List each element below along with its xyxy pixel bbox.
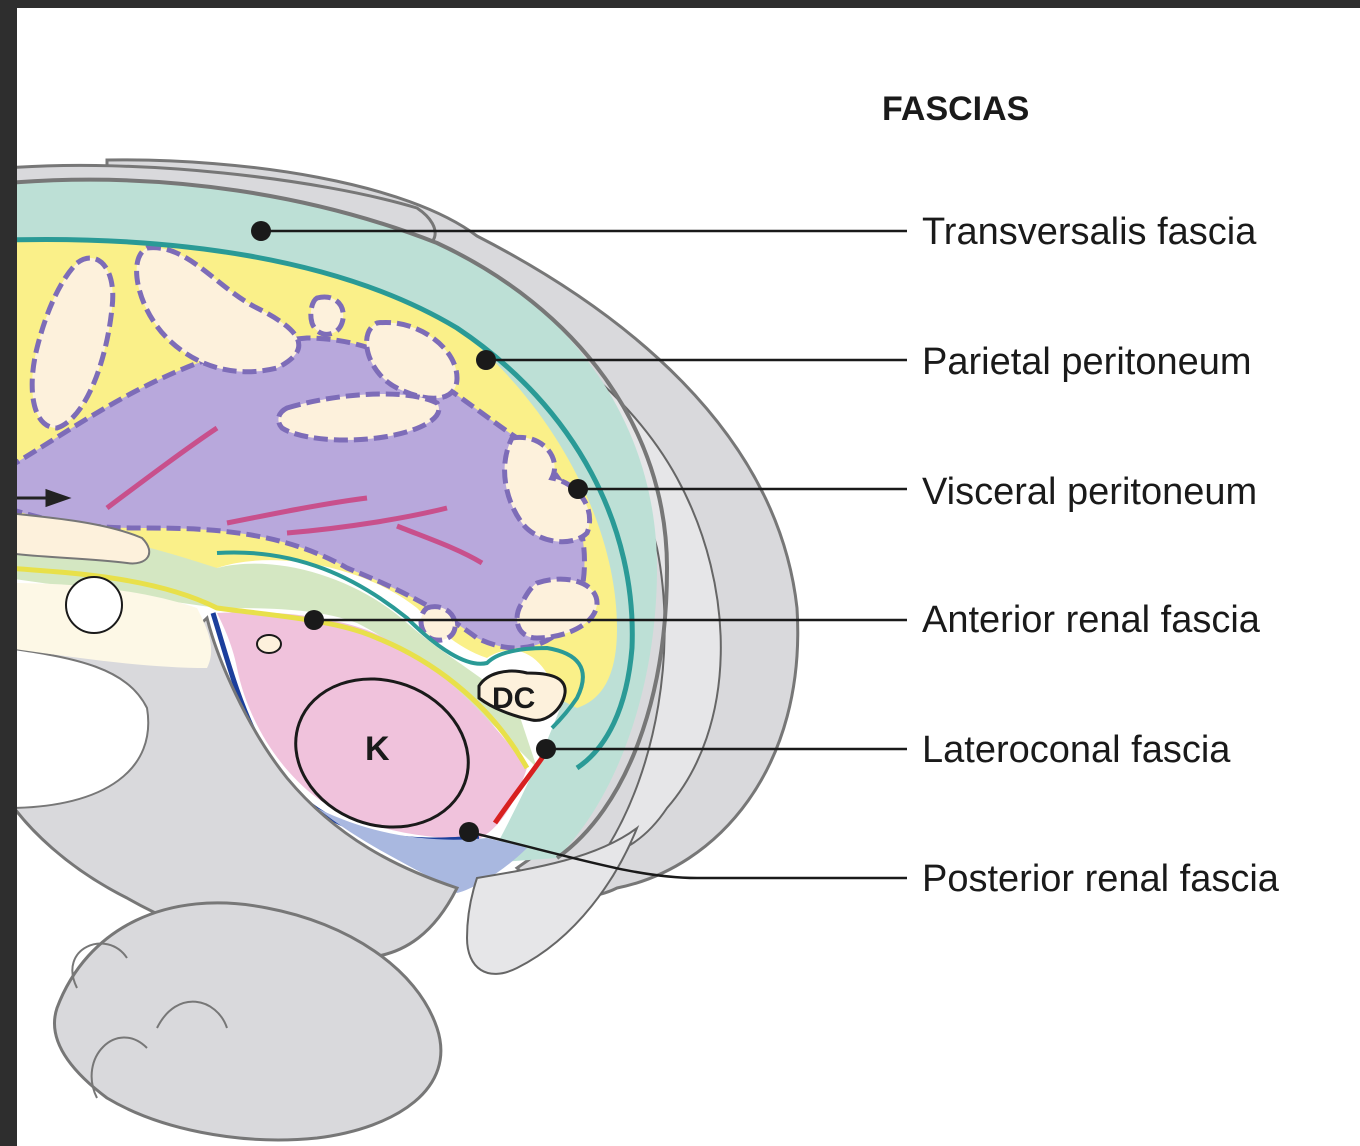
renal-vessel-oval (257, 635, 281, 653)
aorta (66, 577, 122, 633)
fascia-cross-section-diagram: FASCIAS Transversalis fascia Parietal pe… (17, 8, 1360, 1146)
bowel-loop (311, 297, 343, 334)
label-transversalis-fascia: Transversalis fascia (922, 211, 1257, 253)
kidney-label: K (365, 730, 390, 768)
marker-dot-parietal (476, 350, 496, 370)
label-visceral-peritoneum: Visceral peritoneum (922, 471, 1257, 513)
label-anterior-renal-fascia: Anterior renal fascia (922, 599, 1261, 641)
marker-dot-anterior-renal (304, 610, 324, 630)
marker-dot-lateroconal (536, 739, 556, 759)
label-posterior-renal-fascia: Posterior renal fascia (922, 858, 1280, 900)
descending-colon-label: DC (492, 682, 535, 715)
label-lateroconal-fascia: Lateroconal fascia (922, 729, 1231, 771)
marker-dot-posterior-renal (459, 822, 479, 842)
marker-dot-visceral (568, 479, 588, 499)
fascias-heading: FASCIAS (882, 90, 1029, 128)
marker-dot-transversalis (251, 221, 271, 241)
label-parietal-peritoneum: Parietal peritoneum (922, 341, 1252, 383)
diagram-canvas: FASCIAS Transversalis fascia Parietal pe… (17, 8, 1360, 1146)
